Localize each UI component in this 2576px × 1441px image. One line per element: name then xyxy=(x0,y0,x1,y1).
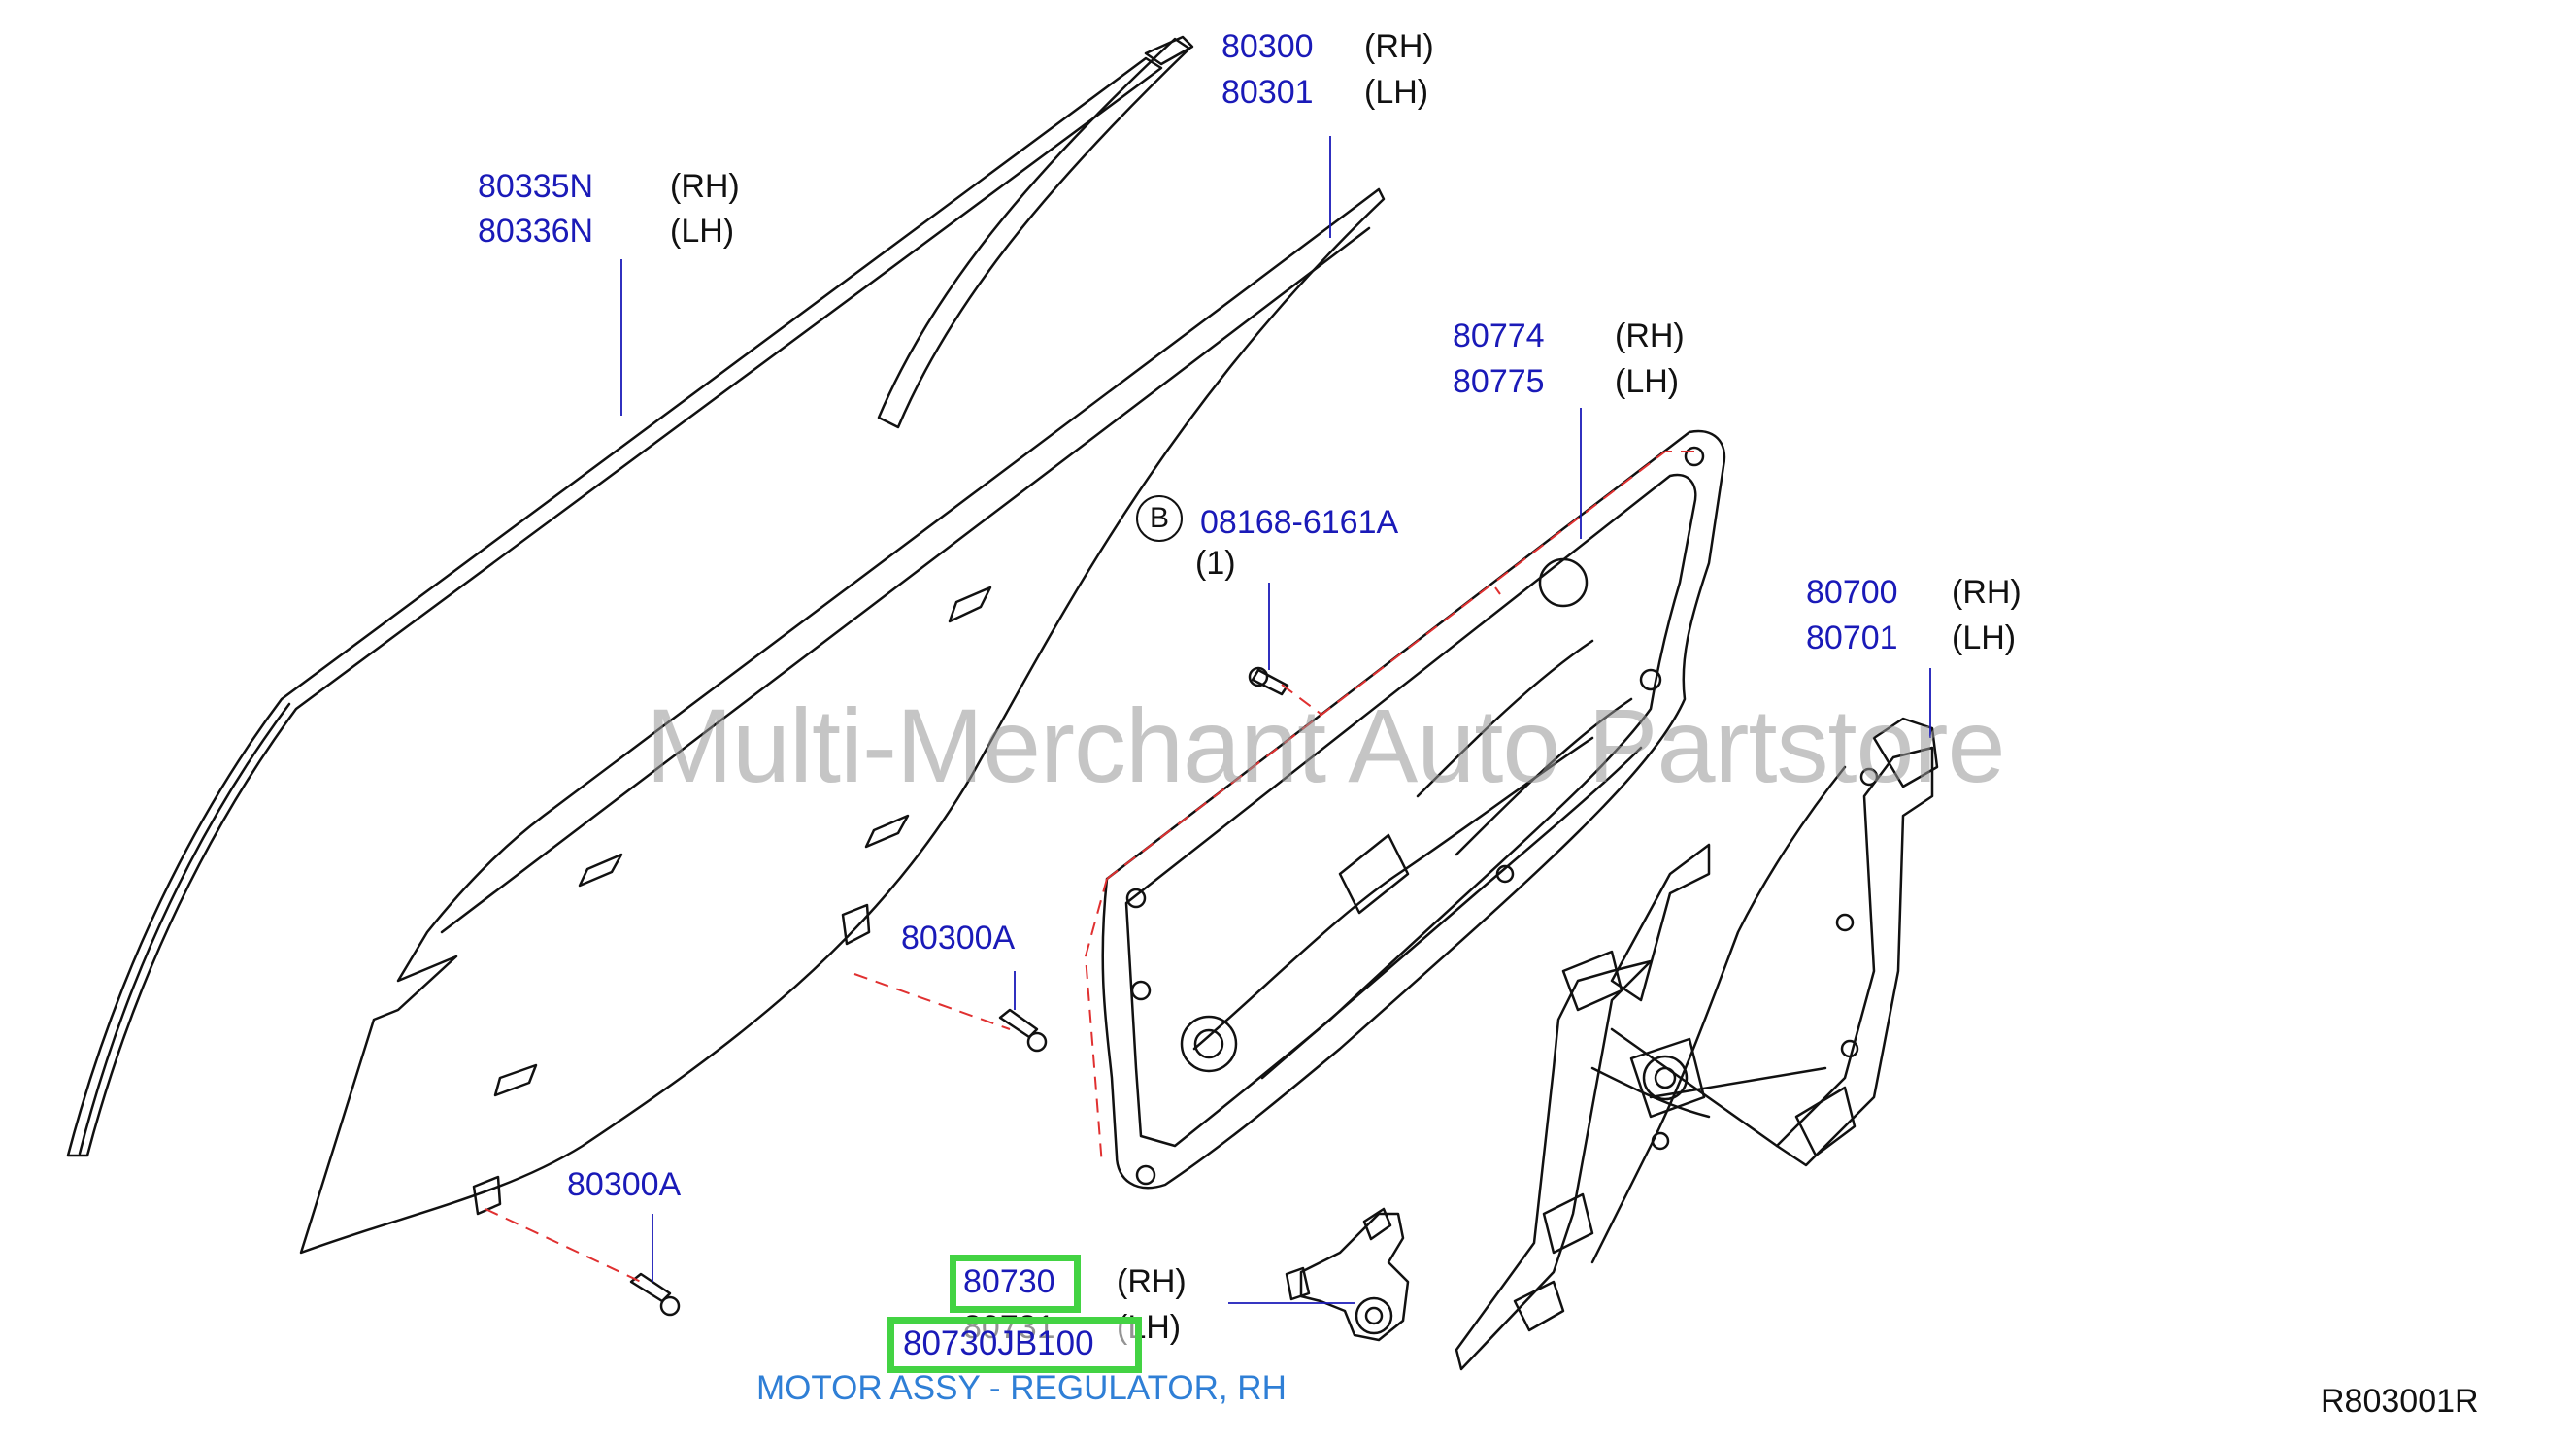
dashed-glass-bolt-lower xyxy=(485,1208,642,1283)
door-glass xyxy=(299,187,1386,1255)
part-number-80300[interactable]: 80300 xyxy=(1221,28,1314,65)
part-number-08168-6161a[interactable]: 08168-6161A xyxy=(1200,504,1399,541)
side-label: (LH) xyxy=(1952,620,2017,656)
diagram-code: R803001R xyxy=(2321,1383,2479,1420)
side-label: (RH) xyxy=(1615,318,1685,354)
part-number-80300a-upper[interactable]: 80300A xyxy=(901,920,1016,956)
glass-bolt-lower-art xyxy=(629,1272,681,1317)
door-module-panel xyxy=(1101,429,1726,1190)
dashed-module-top xyxy=(1106,451,1666,880)
part-number-80730[interactable]: 80730 xyxy=(963,1263,1055,1300)
watermark: Multi-Merchant Auto Partstore xyxy=(646,687,2006,804)
side-label: (RH) xyxy=(1952,574,2022,611)
regulator-motor-art xyxy=(1285,1207,1410,1342)
part-number-80301[interactable]: 80301 xyxy=(1221,74,1314,111)
window-regulator xyxy=(1455,717,1939,1371)
part-number-80335n[interactable]: 80335N xyxy=(478,168,594,205)
side-label: (RH) xyxy=(1117,1263,1187,1300)
side-label: (RH) xyxy=(1364,28,1434,65)
glass-bolt-upper-art xyxy=(998,1008,1048,1053)
quantity-label: (1) xyxy=(1195,545,1236,582)
reference-b-circle: B xyxy=(1136,495,1183,542)
dashed-glass-bolt-upper xyxy=(853,973,1011,1030)
part-number-80775[interactable]: 80775 xyxy=(1453,363,1545,400)
part-number-80300a-lower[interactable]: 80300A xyxy=(567,1166,682,1203)
glass-run-channel xyxy=(66,56,1163,1157)
highlight-box-80730 xyxy=(950,1255,1081,1313)
part-number-80774[interactable]: 80774 xyxy=(1453,318,1545,354)
side-label: (LH) xyxy=(1615,363,1680,400)
side-label: (LH) xyxy=(1364,74,1429,111)
module-bolt-art xyxy=(1248,666,1289,696)
side-label: (LH) xyxy=(670,213,735,250)
dashed-module-left xyxy=(1084,878,1108,1166)
dashed-module-bolt xyxy=(1281,684,1321,715)
part-number-80700[interactable]: 80700 xyxy=(1806,574,1898,611)
part-number-80336n[interactable]: 80336N xyxy=(478,213,594,250)
side-label: (RH) xyxy=(670,168,740,205)
door-sash xyxy=(877,35,1194,429)
part-description: MOTOR ASSY - REGULATOR, RH xyxy=(756,1369,1287,1407)
highlight-box-part-number xyxy=(887,1317,1142,1373)
highlight-part-number[interactable]: 80730JB100 xyxy=(903,1324,1094,1362)
part-number-80701[interactable]: 80701 xyxy=(1806,620,1898,656)
